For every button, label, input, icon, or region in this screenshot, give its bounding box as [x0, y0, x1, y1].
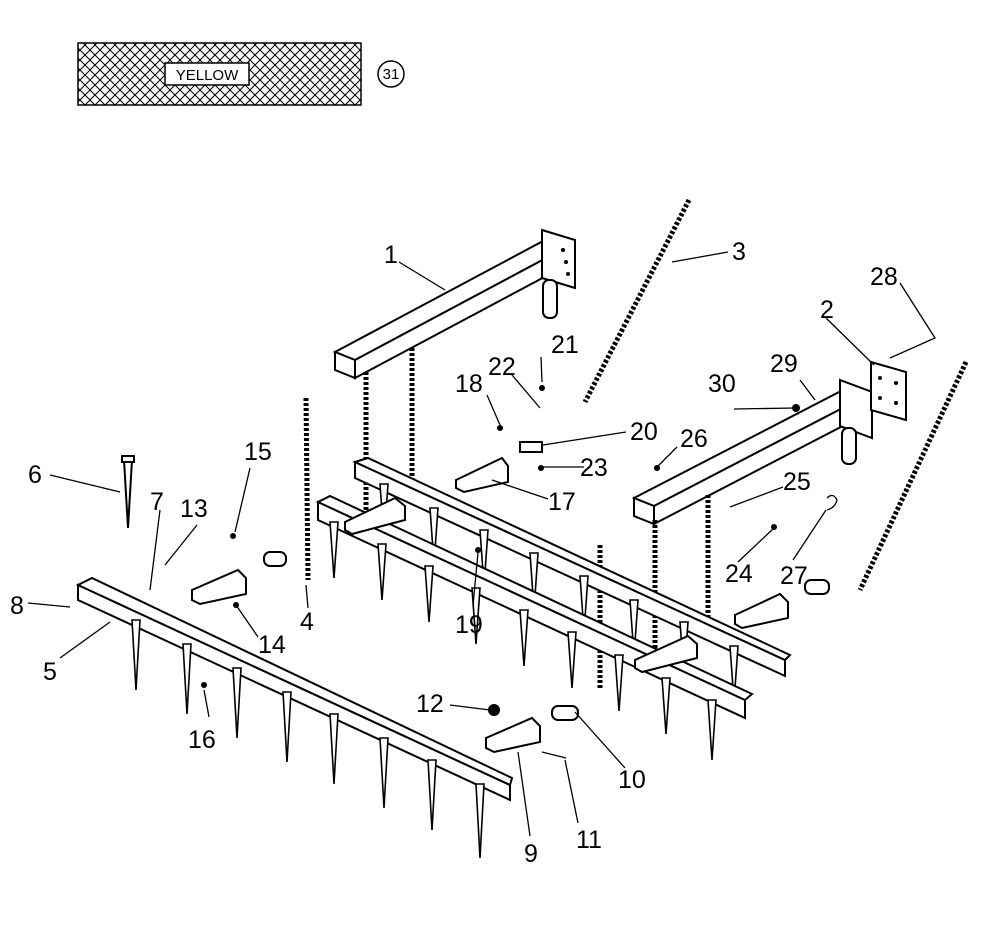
- part-label-11: 11: [576, 826, 602, 854]
- main-beam-2: [631, 360, 907, 526]
- part-label-7: 7: [150, 488, 164, 516]
- part-label-24: 24: [725, 560, 753, 588]
- part-label-9: 9: [524, 840, 538, 868]
- part-label-12: 12: [416, 690, 444, 718]
- hinge-bracket-center-1: [344, 496, 406, 536]
- part-label-15: 15: [244, 438, 272, 466]
- chain-right-loose: [857, 360, 969, 592]
- beam-chains: [363, 348, 711, 690]
- part-label-6: 6: [28, 461, 42, 489]
- part-label-8: 8: [10, 592, 24, 620]
- part-label-19: 19: [455, 611, 483, 639]
- part-label-20: 20: [630, 418, 658, 446]
- chain-4: [303, 397, 311, 581]
- hinge-bracket-left: [191, 551, 287, 606]
- part-label-26: 26: [680, 425, 708, 453]
- tine-bar-back: [352, 456, 792, 703]
- leader-lines: [27, 251, 936, 837]
- part-label-3: 3: [732, 238, 746, 266]
- pin-6: [121, 455, 135, 529]
- hinge-bracket-17: [455, 456, 509, 494]
- part-label-2: 2: [820, 296, 834, 324]
- part-label-27: 27: [780, 562, 808, 590]
- part-label-1: 1: [384, 241, 398, 269]
- part-label-14: 14: [258, 631, 286, 659]
- chain-3: [582, 198, 692, 404]
- part-label-13: 13: [180, 495, 208, 523]
- part-label-16: 16: [188, 726, 216, 754]
- part-label-25: 25: [783, 468, 811, 496]
- color-swatch: YELLOW: [77, 42, 362, 106]
- hinge-bracket-9: [485, 705, 579, 754]
- part-label-23: 23: [580, 454, 608, 482]
- part-label-10: 10: [618, 766, 646, 794]
- part-label-4: 4: [300, 608, 314, 636]
- hardware-small: [201, 385, 838, 759]
- main-beam-1: [332, 228, 576, 380]
- part-label-18: 18: [455, 370, 483, 398]
- swatch-callout: 31: [377, 60, 405, 88]
- hinge-bracket-center-2: [634, 634, 698, 674]
- part-label-22: 22: [488, 353, 516, 381]
- part-label-5: 5: [43, 658, 57, 686]
- hinge-bracket-right: [734, 579, 830, 630]
- part-label-28: 28: [870, 263, 898, 291]
- swatch-callout-number: 31: [383, 66, 400, 83]
- tine-bar-5: [75, 576, 514, 859]
- part-label-17: 17: [548, 488, 576, 516]
- swatch-label: YELLOW: [176, 67, 239, 84]
- part-label-29: 29: [770, 350, 798, 378]
- part-labels: 1 2 3 4 5 6 7 8 9 10 11 12 13 14 15 16 1…: [10, 238, 898, 868]
- part-label-30: 30: [708, 370, 736, 398]
- part-label-21: 21: [551, 331, 579, 359]
